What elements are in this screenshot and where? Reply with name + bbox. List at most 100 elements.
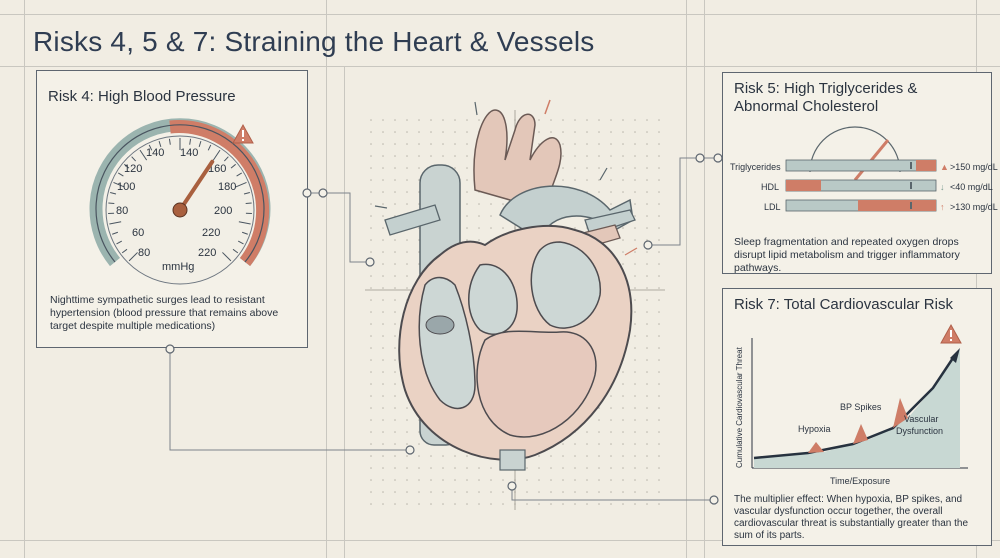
- gauge-tick: [230, 163, 236, 169]
- gauge-tick: [222, 252, 232, 262]
- gauge-tick: [232, 248, 239, 254]
- aorta: [473, 109, 562, 211]
- annotation-bp-spikes: BP Spikes: [840, 402, 882, 412]
- lipid-value: >150 mg/dL: [950, 162, 998, 172]
- gauge-needle: [178, 159, 215, 212]
- gauge-tick-label: 220: [198, 247, 216, 259]
- gauge-tick: [212, 149, 221, 161]
- gauge-tick: [245, 202, 252, 205]
- gauge-tick: [112, 231, 119, 235]
- grid-line: [344, 66, 345, 558]
- connector-dot: [302, 188, 312, 198]
- hypoxia-spike: [808, 442, 824, 453]
- flow-arrow: [599, 167, 608, 181]
- connector-dot: [507, 481, 517, 491]
- gauge-tick-label: 60: [132, 227, 144, 239]
- lower-vessel: [499, 449, 526, 471]
- gauge-tick: [236, 172, 243, 177]
- flow-arrow: [474, 101, 478, 116]
- risk5-panel: [722, 72, 992, 274]
- gauge-tick: [235, 181, 247, 188]
- risk-curve: [753, 357, 955, 460]
- risk5-caption: Sleep fragmentation and repeated oxygen …: [734, 236, 960, 274]
- lipid-value: >130 mg/dL: [950, 202, 998, 212]
- gauge-tick-label: 120: [124, 163, 142, 175]
- connector-dot: [405, 445, 415, 455]
- gauge-tick: [243, 192, 250, 195]
- gauge-tick: [110, 192, 117, 195]
- gauge-tick: [139, 149, 148, 161]
- lipid-label: LDL: [764, 202, 781, 212]
- annotation-dysfunction: Dysfunction: [896, 426, 943, 436]
- gauge-tick-label: 140: [146, 147, 164, 159]
- heart-illustration: [365, 99, 665, 510]
- total-risk-chart: Cumulative Cardiovascular Threat Hypoxia…: [735, 323, 968, 486]
- lipid-meter-arc: [809, 126, 901, 173]
- grid-line: [0, 540, 1000, 541]
- lipid-label: HDL: [761, 182, 779, 192]
- bar-marker: [910, 182, 912, 189]
- connector-dot: [318, 188, 328, 198]
- risk-area: [754, 350, 960, 468]
- triglycerides-bar: [785, 159, 937, 172]
- gauge-tick: [113, 181, 125, 188]
- connector-dot: [365, 257, 375, 267]
- gauge-tick: [189, 138, 192, 145]
- chart-x-label: Time/Exposure: [830, 476, 890, 486]
- gauge-tick-label: 200: [214, 205, 232, 217]
- grid-line: [326, 0, 327, 558]
- connector-dot: [695, 153, 705, 163]
- down-arrow-icon: ↓: [940, 182, 945, 192]
- gauge-tick-label: 160: [208, 163, 226, 175]
- warning-icon: [940, 323, 962, 344]
- gauge-unit: mmHg: [162, 261, 194, 273]
- grid-line: [704, 0, 705, 558]
- up-arrow-icon: ↑: [940, 202, 945, 212]
- vascular-spike: [893, 398, 908, 428]
- gauge-tick: [158, 140, 162, 147]
- left-ventricle: [476, 330, 597, 438]
- connector-line: [169, 346, 410, 451]
- chart-y-label: Cumulative Cardiovascular Threat: [735, 346, 744, 468]
- risk4-title: Risk 4: High Blood Pressure: [48, 88, 236, 105]
- gauge-ring-outline: [95, 124, 265, 263]
- flow-arrow: [544, 99, 551, 115]
- connector-line: [648, 157, 720, 246]
- grid-line: [686, 0, 687, 558]
- gauge-tick: [168, 138, 171, 145]
- gauge-needle-hub: [172, 202, 188, 218]
- hdl-bar-low: [786, 180, 821, 191]
- blood-pressure-gauge: 60 80 100 120 140 140 160 180 200 220 80…: [89, 118, 271, 285]
- risk7-caption: The multiplier effect: When hypoxia, BP …: [734, 494, 969, 541]
- gauge-tick: [128, 252, 138, 262]
- annotation-vascular: Vascular: [904, 414, 938, 424]
- lipid-meter: Triglycerides HDL LDL ▲ ↓ ↑ >150 mg/dL <…: [730, 126, 998, 212]
- gauge-tick: [238, 221, 251, 225]
- triglycerides-bar-high: [916, 160, 936, 171]
- pulmonary-chamber: [530, 241, 602, 329]
- gauge-tick: [124, 163, 130, 169]
- gauge-tick: [237, 240, 244, 245]
- risk5-title-line1: Risk 5: High Triglycerides &: [734, 80, 918, 97]
- valve: [425, 315, 455, 335]
- up-arrow-icon: ▲: [940, 162, 949, 172]
- bp-spike: [853, 424, 868, 444]
- annotation-hypoxia: Hypoxia: [798, 424, 831, 434]
- vessel-branch: [384, 204, 441, 236]
- gauge-tick: [207, 144, 212, 151]
- connector-dot: [643, 240, 653, 250]
- connector-line: [306, 192, 370, 263]
- grid-line: [976, 0, 977, 558]
- gauge-tick-label: 100: [117, 181, 135, 193]
- gauge-tick: [131, 156, 137, 162]
- risk4-caption: Nighttime sympathetic surges lead to res…: [50, 294, 279, 332]
- grid-line: [0, 66, 1000, 67]
- gauge-tick: [223, 156, 229, 162]
- gauge-tick: [116, 240, 123, 245]
- gauge-tick: [117, 172, 124, 177]
- gauge-tick: [148, 144, 153, 151]
- lipid-value: <40 mg/dL: [950, 182, 993, 192]
- gauge-tick: [108, 202, 115, 205]
- grid-line: [0, 14, 1000, 15]
